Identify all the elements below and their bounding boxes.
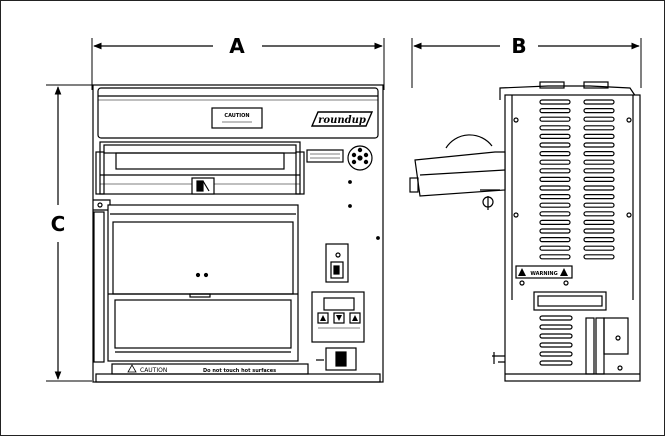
louver-slot <box>583 245 615 251</box>
louver-slot <box>583 185 615 191</box>
louver-slot <box>539 116 571 122</box>
louver-slot <box>539 107 571 114</box>
dimension-b: B <box>411 34 642 88</box>
louver-slot <box>583 211 615 217</box>
louver-slot <box>539 237 571 243</box>
power-switch <box>316 347 357 371</box>
louver-slot <box>539 99 571 105</box>
louver-slot <box>583 142 615 148</box>
dimension-b-label: B <box>511 34 526 58</box>
louver-slot <box>539 133 571 139</box>
front-view: CAUTION roundup <box>92 84 384 383</box>
louver-slot <box>539 351 573 357</box>
dimension-a-label: A <box>229 34 245 58</box>
louver-slot <box>539 245 571 251</box>
caution-label: CAUTION <box>211 107 263 129</box>
brand-logo: roundup <box>310 111 374 127</box>
louver-slot <box>583 133 615 139</box>
louver-slot <box>539 185 571 191</box>
warning-plate <box>306 149 344 163</box>
louver-slot <box>539 176 571 182</box>
svg-text:WARNING: WARNING <box>530 271 557 277</box>
louver-slot <box>539 360 573 366</box>
louver-slot <box>583 237 615 243</box>
louver-slot <box>539 254 571 260</box>
louver-slot <box>583 219 615 225</box>
louver-slot <box>539 324 573 330</box>
louver-slot <box>583 254 615 260</box>
louver-slot <box>539 333 573 339</box>
louver-slot <box>583 228 615 234</box>
louver-slot <box>539 342 573 348</box>
louver-slot <box>583 168 615 174</box>
louver-slot <box>539 125 571 131</box>
louver-slot <box>583 176 615 182</box>
louver-slot <box>583 151 615 157</box>
side-view: WARNING <box>409 81 641 382</box>
side-warning-label: WARNING <box>515 265 573 279</box>
louver-slot <box>583 99 615 105</box>
louver-slot <box>583 159 615 165</box>
louver-slot <box>583 202 615 208</box>
louver-slot <box>539 219 571 225</box>
control-panel <box>311 291 365 343</box>
louver-slot <box>539 194 571 200</box>
louver-slot <box>539 202 571 208</box>
louver-slot <box>583 125 615 131</box>
svg-text:roundup: roundup <box>318 115 366 126</box>
control-knob <box>347 145 373 171</box>
louver-slot <box>583 116 615 122</box>
louver-slot <box>539 159 571 165</box>
louver-slot <box>539 151 571 157</box>
side-conveyor <box>409 134 506 210</box>
dimension-a: A <box>91 34 385 90</box>
svg-text:Do not touch hot surfaces: Do not touch hot surfaces <box>203 368 276 374</box>
svg-text:CAUTION: CAUTION <box>140 367 167 374</box>
louver-slot <box>539 142 571 148</box>
louver-slot <box>539 315 573 321</box>
top-switch <box>325 243 349 283</box>
svg-text:CAUTION: CAUTION <box>224 113 249 119</box>
louver-slot <box>539 211 571 217</box>
louver-slot <box>539 168 571 174</box>
dimension-c: C <box>46 84 92 382</box>
side-louvers <box>539 99 615 366</box>
louver-slot <box>539 228 571 234</box>
louver-slot <box>583 194 615 200</box>
dimension-c-label: C <box>51 212 66 236</box>
louver-slot <box>583 107 615 114</box>
